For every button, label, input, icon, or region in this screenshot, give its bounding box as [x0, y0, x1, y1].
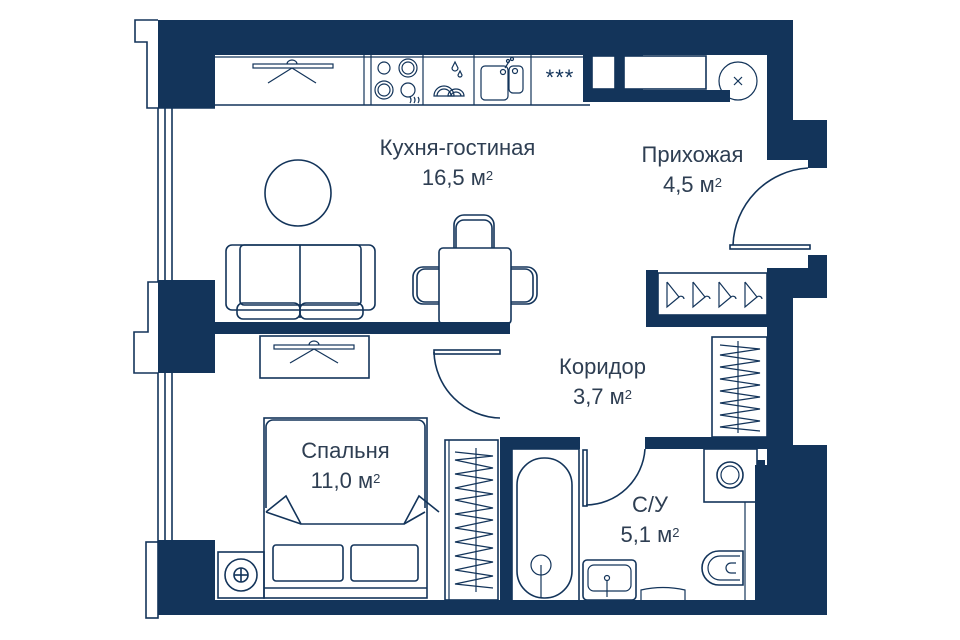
doors: [433, 167, 811, 507]
room-area: 3,7 м2: [572, 384, 633, 409]
freezer-icon: ***: [546, 65, 575, 90]
bedroom-furniture: [217, 335, 499, 601]
dining-table-icon: [412, 214, 538, 325]
bathroom-fixtures: [511, 448, 758, 602]
sofa-icon: [225, 244, 376, 320]
dishwasher-icon: [433, 60, 465, 97]
wardrobe-icon: [444, 439, 499, 601]
bed-icon: [263, 417, 440, 599]
room-area: 4,5 м2: [662, 172, 723, 197]
room-area: 16,5 м2: [421, 165, 494, 190]
room-label-bathroom: С/У 5,1 м2: [595, 490, 705, 550]
room-label-hallway: Прихожая 4,5 м2: [615, 140, 770, 200]
hanger-icons: [666, 281, 763, 309]
room-label-bedroom: Спальня 11,0 м2: [268, 436, 423, 496]
washbasin-icon: [582, 559, 637, 601]
kitchen-counter: ***: [215, 55, 758, 106]
round-table-icon: [264, 159, 332, 227]
nightstand-icon: [217, 551, 265, 599]
stove-icon: [374, 58, 420, 104]
bathtub-icon: [511, 448, 580, 602]
room-name: Прихожая: [641, 142, 744, 167]
living-furniture: [225, 159, 538, 325]
windows: [133, 19, 215, 619]
walls: [158, 20, 827, 615]
room-name: Спальня: [301, 438, 390, 463]
room-label-corridor: Коридор 3,7 м2: [530, 352, 675, 412]
washing-machine-icon: [703, 448, 758, 503]
room-name: Кухня-гостиная: [379, 135, 536, 160]
room-label-kitchen-living: Кухня-гостиная 16,5 м2: [345, 133, 570, 193]
room-area: 5,1 м2: [620, 522, 680, 547]
room-area: 11,0 м2: [310, 468, 381, 493]
hall-wardrobe: [657, 272, 768, 438]
sink-icon: [480, 56, 524, 101]
room-name: Коридор: [559, 354, 646, 379]
room-name: С/У: [632, 492, 668, 517]
meter-icon: [718, 61, 758, 101]
toilet-icon: [701, 502, 746, 600]
ceiling-lamp-icon: [252, 59, 334, 84]
